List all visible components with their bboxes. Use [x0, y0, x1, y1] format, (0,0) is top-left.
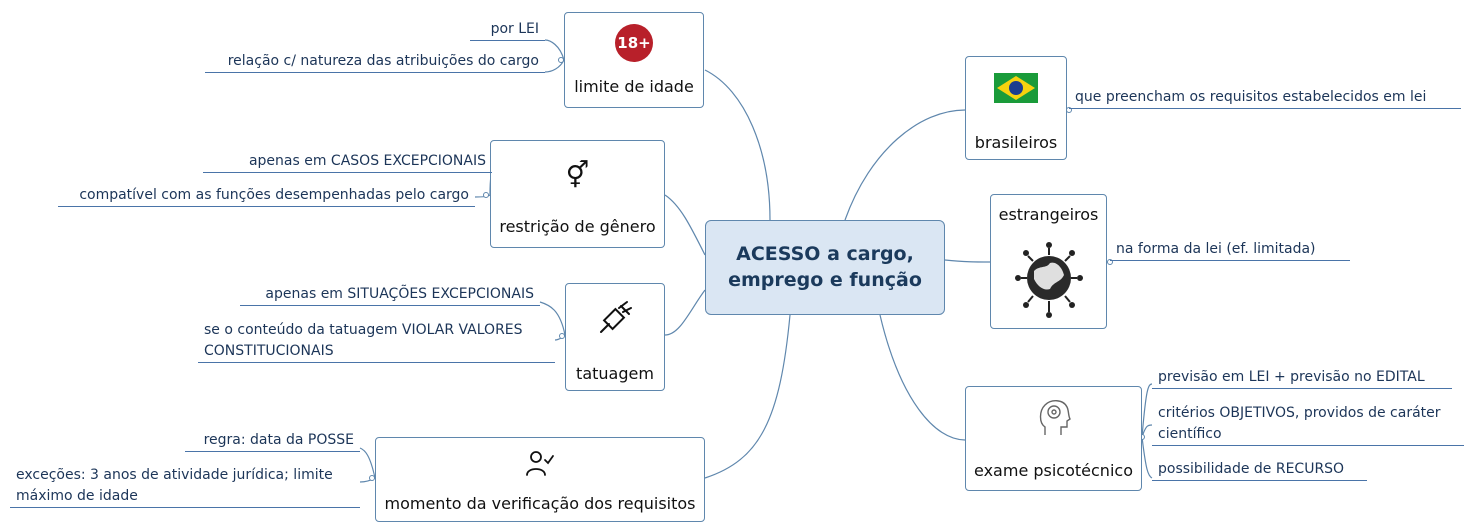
topic-label: tatuagem	[576, 364, 654, 383]
detail-relacao-natureza[interactable]: relação c/ natureza das atribuições do c…	[205, 51, 545, 73]
topic-label: restrição de gênero	[499, 217, 656, 236]
topic-tatuagem[interactable]: tatuagem	[565, 283, 665, 391]
detail-violar-valores[interactable]: se o conteúdo da tatuagem VIOLAR VALORES…	[198, 320, 555, 363]
detail-forma-da-lei[interactable]: na forma da lei (ef. limitada)	[1110, 239, 1350, 261]
collapse-dot-estrangeiros[interactable]	[1107, 259, 1113, 265]
connector-exame	[879, 314, 966, 441]
detail-situacoes-excepcionais[interactable]: apenas em SITUAÇÕES EXCEPCIONAIS	[240, 284, 540, 306]
18-plus-icon: 18+	[615, 24, 653, 62]
collapse-dot-genero[interactable]	[483, 192, 489, 198]
topic-label: momento da verificação dos requisitos	[384, 494, 696, 513]
detail-data-posse[interactable]: regra: data da POSSE	[185, 430, 360, 452]
gender-icon: ⚥	[565, 161, 590, 191]
detail-previsao-lei-edital[interactable]: previsão em LEI + previsão no EDITAL	[1152, 367, 1452, 389]
topic-label: brasileiros	[974, 133, 1058, 152]
topic-estrangeiros[interactable]: estrangeiros	[990, 194, 1107, 329]
topic-brasileiros[interactable]: brasileiros	[965, 56, 1067, 160]
connector-momento	[704, 314, 791, 479]
collapse-dot-momento[interactable]	[369, 475, 375, 481]
user-check-icon	[525, 448, 555, 478]
connector-tatuagem	[664, 289, 706, 336]
topic-restricao-genero[interactable]: ⚥ restrição de gênero	[490, 140, 665, 248]
connector-brasileiros	[844, 109, 966, 221]
brain-head-icon	[1037, 397, 1071, 437]
brazil-flag-icon	[994, 73, 1038, 103]
central-topic[interactable]: ACESSO a cargo, emprego e função	[705, 220, 945, 315]
detail-excecoes[interactable]: exceções: 3 anos de atividade jurídica; …	[10, 465, 360, 508]
topic-label: exame psicotécnico	[974, 461, 1133, 480]
connector-limite-idade	[704, 69, 771, 221]
topic-label: estrangeiros	[998, 205, 1099, 224]
detail-casos-excepcionais[interactable]: apenas em CASOS EXCEPCIONAIS	[203, 151, 492, 173]
topic-label: limite de idade	[574, 77, 694, 96]
central-topic-line2: emprego e função	[728, 269, 922, 291]
detail-por-lei[interactable]: por LEI	[470, 19, 545, 41]
collapse-dot-limite[interactable]	[558, 57, 564, 63]
detail-requisitos-lei[interactable]: que preencham os requisitos estabelecido…	[1069, 87, 1461, 109]
topic-momento-verificacao[interactable]: momento da verificação dos requisitos	[375, 437, 705, 522]
detail-compativel-funcoes[interactable]: compatível com as funções desempenhadas …	[58, 185, 475, 207]
collapse-dot-tatuagem[interactable]	[559, 333, 565, 339]
topic-exame-psicotecnico[interactable]: exame psicotécnico	[965, 386, 1142, 491]
connector-estrangeiros	[944, 259, 991, 263]
globe-people-icon	[1012, 233, 1086, 323]
topic-limite-idade[interactable]: 18+ limite de idade	[564, 12, 704, 108]
detail-possibilidade-recurso[interactable]: possibilidade de RECURSO	[1152, 459, 1367, 481]
detail-criterios-objetivos[interactable]: critérios OBJETIVOS, providos de caráter…	[1152, 403, 1464, 446]
central-topic-line1: ACESSO a cargo,	[736, 243, 914, 265]
connector-restricao-genero	[664, 194, 706, 256]
tattoo-machine-icon	[595, 298, 635, 338]
